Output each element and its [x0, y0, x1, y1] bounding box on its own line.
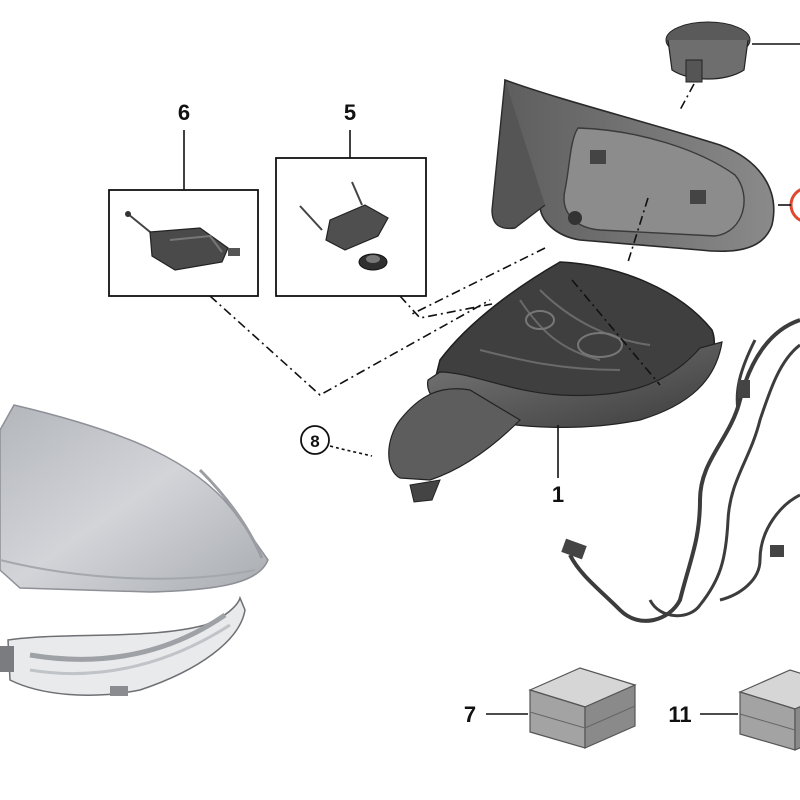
callout-6: 6: [178, 100, 190, 125]
mirror-frame: [491, 78, 775, 253]
part-7-box-icon: [528, 667, 637, 749]
dash-leader-motor: [679, 83, 695, 111]
harness-connectors: [561, 380, 784, 560]
mirror-housing: [388, 261, 723, 503]
dash-leader-5: [399, 295, 493, 319]
part-5-box: [275, 130, 427, 297]
callout-11: 11: [668, 702, 691, 727]
callout-7: 7: [464, 702, 476, 727]
leader-8: [329, 445, 373, 457]
part-11-box-icon: [738, 669, 800, 751]
turn-signal-lamp: [0, 595, 246, 696]
callout-5: 5: [344, 100, 356, 125]
callout-8: 8: [310, 432, 319, 451]
dash-frame-housing-b: [627, 197, 649, 263]
dash-frame-housing-c: [571, 279, 661, 386]
mirror-motor-small: [125, 211, 240, 271]
bracket-assembly: [299, 181, 389, 271]
mirror-cover: [0, 404, 269, 593]
mirror-motor-top: [665, 21, 751, 83]
highlight-marker: [778, 188, 800, 222]
dash-frame-housing-a: [409, 247, 546, 316]
callout-1: 1: [552, 482, 564, 507]
callout-8-circle: [300, 425, 330, 455]
wiring-harness: [568, 318, 800, 623]
part-6-box: [108, 130, 259, 297]
dash-leader-6: [209, 295, 491, 396]
